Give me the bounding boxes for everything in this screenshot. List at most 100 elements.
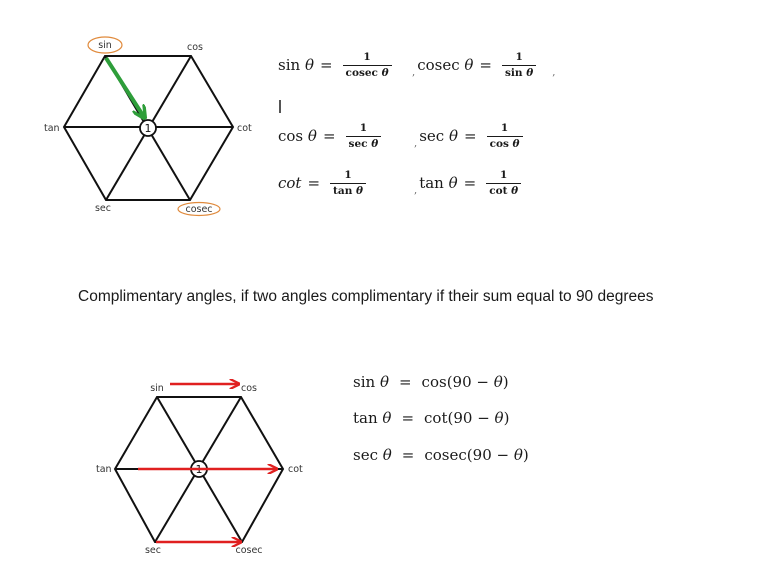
- fraction: 1 cot θ: [486, 169, 522, 197]
- den-fn: cosec: [345, 66, 378, 79]
- rhs-fn: cot: [424, 409, 448, 427]
- rhs-theta: θ: [494, 409, 504, 427]
- theta: θ: [382, 446, 392, 464]
- denominator: cosec θ: [342, 64, 392, 79]
- theta: θ: [304, 55, 314, 74]
- label-cosec: cosec: [185, 204, 212, 215]
- denominator: cos θ: [486, 135, 523, 150]
- identity-sec-cosec-complement: sec θ = cosec(90 − θ): [353, 446, 529, 464]
- den-fn: sin: [505, 66, 523, 79]
- rhs-arg: (90 −: [466, 446, 514, 464]
- fn-name: tan: [353, 409, 378, 427]
- fn-name: cos: [278, 126, 304, 145]
- fn-name: sin: [353, 373, 376, 391]
- numerator: 1: [363, 51, 371, 63]
- theta: θ: [307, 126, 317, 145]
- rhs-close: ): [503, 409, 510, 427]
- fn-name: sin: [278, 55, 301, 74]
- numerator: 1: [344, 169, 352, 181]
- cosec-highlight-ring: [177, 201, 221, 217]
- rhs-fn: cosec: [424, 446, 467, 464]
- equals-sign: =: [319, 55, 333, 74]
- fn-name: cot: [278, 173, 302, 192]
- equals-sign: =: [479, 55, 492, 74]
- label-sin: sin: [150, 383, 164, 394]
- fn-name: cosec: [417, 55, 460, 74]
- fraction: 1 sin θ: [502, 51, 537, 79]
- den-theta: θ: [526, 66, 534, 79]
- label-cos: cos: [187, 42, 203, 53]
- theta: θ: [448, 173, 458, 192]
- equals-sign: =: [307, 173, 321, 192]
- den-fn: sec: [348, 137, 368, 150]
- label-sec: sec: [145, 545, 161, 556]
- label-cosec: cosec: [235, 545, 262, 556]
- theta: θ: [382, 409, 392, 427]
- trailing-comma: ,: [552, 67, 556, 78]
- label-cot: cot: [237, 123, 252, 134]
- label-sec: sec: [95, 203, 111, 214]
- numerator: 1: [515, 51, 523, 63]
- fn-name: tan: [419, 173, 444, 192]
- rhs-theta: θ: [493, 373, 503, 391]
- identity-tan-cot-complement: tan θ = cot(90 − θ): [353, 409, 509, 427]
- theta: θ: [379, 373, 389, 391]
- bottom-hexagon-diagram: 1 sin cos tan cot sec cosec: [96, 383, 303, 556]
- label-sin: sin: [98, 40, 112, 51]
- rhs-close: ): [522, 446, 529, 464]
- separator-comma: ,: [412, 67, 416, 78]
- fraction: 1 sec θ: [345, 122, 382, 150]
- rhs-arg: (90 −: [446, 373, 494, 391]
- equals-sign: =: [398, 373, 412, 391]
- fraction: 1 cosec θ: [342, 51, 392, 79]
- equals-sign: =: [463, 173, 477, 192]
- identity-sin-reciprocal: sin θ = 1 cosec θ: [278, 52, 392, 78]
- rhs-arg: (90 −: [447, 409, 495, 427]
- denominator: cot θ: [486, 182, 522, 197]
- label-tan: tan: [44, 123, 60, 134]
- fraction: 1 tan θ: [330, 169, 367, 197]
- identity-sec-reciprocal: , sec θ = 1 cos θ: [414, 123, 523, 149]
- complementary-angles-caption: Complimentary angles, if two angles comp…: [78, 288, 654, 305]
- numerator: 1: [500, 122, 509, 134]
- denominator: tan θ: [330, 182, 367, 197]
- theta: θ: [448, 126, 458, 145]
- den-fn: cos: [489, 137, 509, 150]
- fn-name: sec: [419, 126, 445, 145]
- center-circle: [139, 119, 157, 137]
- identity-cos-reciprocal: cos θ = 1 sec θ: [278, 122, 382, 150]
- denominator: sec θ: [345, 135, 382, 150]
- fn-name: sec: [353, 446, 378, 464]
- rhs-close: ): [502, 373, 509, 391]
- den-fn: tan: [333, 184, 353, 197]
- rhs-fn: cos: [421, 373, 447, 391]
- separator-comma: ,: [414, 185, 418, 196]
- denominator: sin θ: [502, 64, 537, 79]
- numerator: 1: [500, 169, 508, 181]
- sin-highlight-ring: [87, 36, 123, 54]
- fraction: 1 cos θ: [486, 122, 523, 150]
- identity-tan-reciprocal: , tan θ = 1 cot θ: [414, 169, 522, 197]
- theta: θ: [464, 55, 474, 74]
- den-theta: θ: [512, 137, 520, 150]
- label-cos: cos: [241, 383, 257, 394]
- den-theta: θ: [511, 184, 519, 197]
- identity-cot-reciprocal: cot = 1 tan θ: [278, 169, 367, 197]
- den-theta: θ: [381, 66, 389, 79]
- den-theta: θ: [356, 184, 364, 197]
- separator-comma: ,: [414, 138, 418, 149]
- rhs-theta: θ: [513, 446, 523, 464]
- green-arrow-sin-to-center: [104, 56, 144, 117]
- label-tan: tan: [96, 464, 112, 475]
- equals-sign: =: [401, 446, 415, 464]
- center-label: 1: [145, 122, 152, 135]
- numerator: 1: [359, 122, 368, 134]
- top-hexagon-diagram: 1 sin cos tan cot sec cosec: [44, 36, 252, 217]
- text-cursor: [279, 100, 281, 113]
- equals-sign: =: [401, 409, 415, 427]
- equals-sign: =: [463, 126, 477, 145]
- identity-sin-cos-complement: sin θ = cos(90 − θ): [353, 373, 509, 391]
- den-theta: θ: [371, 137, 379, 150]
- den-fn: cot: [489, 184, 508, 197]
